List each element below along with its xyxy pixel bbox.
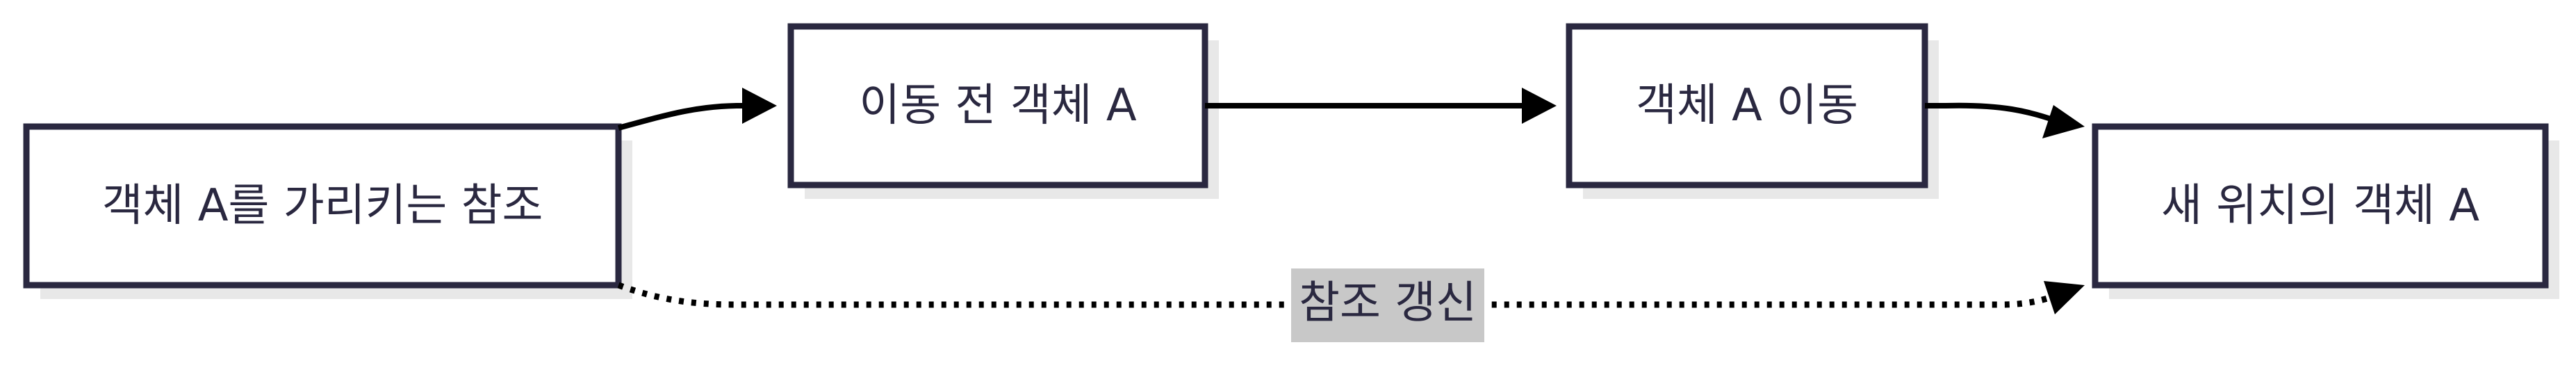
node-new-location-label: 새 위치의 객체 A bbox=[2161, 180, 2479, 232]
node-reference: 객체 A를 가리키는 참조 bbox=[23, 123, 632, 299]
edge-reference-update-line bbox=[617, 282, 2060, 308]
edge-reference-update-arrowhead bbox=[2044, 281, 2085, 314]
node-new-location: 새 위치의 객체 A bbox=[2092, 123, 2559, 299]
node-before-move-label: 이동 전 객체 A bbox=[859, 80, 1136, 131]
node-moving-box bbox=[1566, 23, 1928, 188]
edge-moving-to-new-location-line bbox=[1925, 102, 2058, 124]
node-reference-label: 객체 A를 가리키는 참조 bbox=[102, 180, 543, 232]
edge-reference-update: 참조 갱신 bbox=[617, 268, 2085, 342]
edge-before-move-to-moving-arrowhead bbox=[1522, 88, 1557, 124]
edge-before-move-to-moving bbox=[1205, 88, 1557, 124]
edge-reference-update-label: 참조 갱신 bbox=[1299, 278, 1477, 329]
node-moving-label: 객체 A 이동 bbox=[1636, 80, 1858, 131]
edge-reference-update-label-bg bbox=[1291, 268, 1484, 342]
edge-moving-to-new-location-arrowhead bbox=[2042, 105, 2085, 138]
edge-reference-to-before-move-line bbox=[617, 103, 754, 131]
edge-moving-to-new-location bbox=[1925, 102, 2085, 138]
node-moving: 객체 A 이동 bbox=[1566, 23, 1939, 199]
node-new-location-box bbox=[2092, 123, 2549, 289]
edge-reference-to-before-move bbox=[617, 88, 777, 131]
node-before-move: 이동 전 객체 A bbox=[787, 23, 1219, 199]
node-reference-box bbox=[23, 123, 622, 289]
edge-reference-to-before-move-arrowhead bbox=[742, 88, 777, 124]
